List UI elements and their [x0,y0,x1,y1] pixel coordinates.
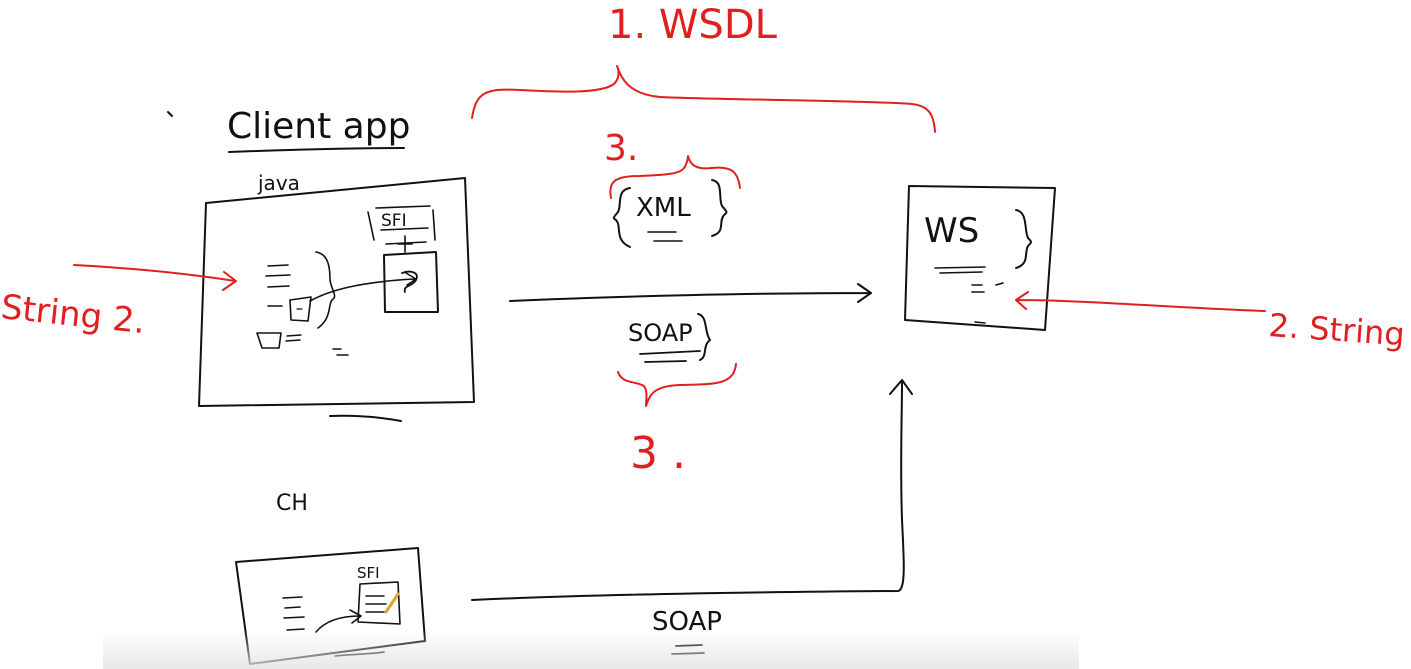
ch-to-sfi-arrow [315,609,362,633]
ws-curly [1015,209,1032,269]
ch-label: CH [276,491,308,516]
string-left-label: String 2. [0,287,147,342]
wsdl-brace [471,65,936,133]
client-app-underline [228,147,405,153]
step3-top-label: 3. [604,128,638,169]
java-code-brace [315,251,336,329]
xml-left-curly [612,187,631,248]
xml-underline-marks [647,231,683,242]
sfi-ch-lines [365,595,387,613]
ws-label: WS [924,211,979,251]
java-box-base-line [329,414,402,422]
sfi-ch-box [357,581,401,625]
java-small-box [289,296,312,322]
java-code-lines [265,264,291,307]
soap-red-brace [617,363,737,407]
xml-red-brace [609,155,741,199]
client-app-title: Client app [227,106,410,147]
client-to-ws-arrow [509,283,872,303]
java-label: java [257,171,300,195]
sfi-service-glyph [401,270,418,293]
ws-box [904,185,1056,331]
xml-right-curly [711,179,728,237]
sfi-java-box [367,205,436,245]
xml-label: XML [636,193,691,223]
stray-mark [167,111,173,117]
ws-code-marks [934,266,1004,324]
soap-middle-underline [639,350,701,363]
soap-middle-curly [697,313,711,361]
java-tiny-box [256,332,282,349]
left-input-arrow [73,264,237,291]
step3-bottom-label: 3 . [630,428,686,479]
sfi-service-box [383,251,439,313]
wsdl-label: 1. WSDL [608,2,778,48]
java-tiny-lines [285,334,349,356]
sfi-java-label: SFI [381,211,407,231]
ch-to-ws-arrow [471,379,913,601]
java-client-box [198,177,475,407]
pencil-icon [384,592,400,614]
right-input-arrow [1015,291,1266,312]
ch-code-lines [282,596,305,631]
java-to-sfi-arrow [309,272,417,302]
bottom-fade-bar [103,630,1079,669]
soap-middle-label: SOAP [628,319,693,347]
sfi-connector [397,235,413,253]
string-right-label: 2. String [1267,306,1406,353]
sfi-ch-label: SFI [357,564,380,582]
